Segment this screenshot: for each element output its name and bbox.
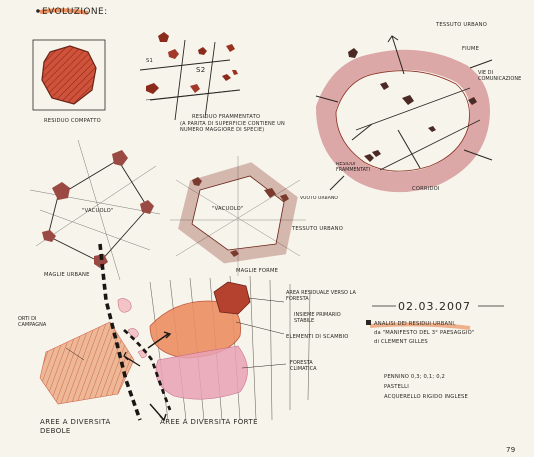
title-block: EVOLUZIONE: — [36, 7, 107, 17]
label-debole-wrap: AREE A DIVERSITÀ DEBOLE — [40, 418, 140, 448]
label-tessuto-urbano-mid: TESSUTO URBANO — [291, 226, 343, 232]
label-residuo-compatto: RESIDUO COMPATTO — [44, 118, 101, 124]
label-foresta-climatica: FORESTA CLIMATICA — [290, 360, 330, 373]
label-analisi-1: ANALISI DEI RESIDUI URBANI, — [374, 321, 456, 327]
label-s2: S2 — [196, 66, 206, 74]
label-vacuolo-left: "VACUOLO" — [82, 208, 114, 214]
label-analisi-2: da "MANIFESTO DEL 3° PAESAGGIO" — [374, 330, 474, 336]
label-area-residuale-wrap: AREA RESIDUALE VERSO LA FORESTA — [286, 290, 368, 312]
page-title: EVOLUZIONE: — [42, 7, 108, 17]
label-area-residuale: AREA RESIDUALE VERSO LA FORESTA — [286, 290, 368, 303]
label-residuo-note-wrap: (A PARITÀ DI SUPERFICIE CONTIENE UN NUME… — [180, 121, 290, 155]
label-corridoi: CORRIDOI — [412, 186, 440, 192]
label-date: 02.03.2007 — [398, 300, 471, 313]
label-insieme-wrap: INSIEME PRIMARIO STABILE — [294, 312, 354, 334]
label-vuoto-wrap: VUOTO URBANO — [300, 196, 340, 212]
label-fiume: FIUME — [462, 46, 479, 52]
label-insieme-primario: INSIEME PRIMARIO STABILE — [294, 312, 354, 325]
label-orti-wrap: ORTI DI CAMPAGNA — [18, 316, 64, 338]
label-orti-campagna: ORTI DI CAMPAGNA — [18, 316, 64, 329]
label-vuoto-urbano: VUOTO URBANO — [300, 196, 340, 202]
label-aree-forte: AREE A DIVERSITÀ FORTE — [160, 418, 270, 427]
label-s1: S1 — [146, 58, 153, 64]
label-tessuto-urbano-top: TESSUTO URBANO — [435, 22, 487, 28]
label-residuo-frammentato-note: (A PARITÀ DI SUPERFICIE CONTIENE UN NUME… — [180, 121, 290, 134]
label-tools-1: PENNINO 0,3; 0,1; 0,2 — [384, 374, 445, 380]
label-residuo-frammentato: RESIDUO FRAMMENTATO — [192, 114, 260, 120]
label-maglie-urbane: MAGLIE URBANE — [44, 272, 90, 278]
page-number: 79 — [506, 446, 516, 454]
label-tools-3: ACQUERELLO RIGIDO INGLESE — [384, 394, 468, 400]
label-aree-debole: AREE A DIVERSITÀ DEBOLE — [40, 418, 140, 436]
label-elementi-scambio: ELEMENTI DI SCAMBIO — [286, 334, 349, 340]
label-foresta-wrap: FORESTA CLIMATICA — [290, 360, 330, 378]
label-vacuolo-mid: "VACUOLO" — [212, 206, 244, 212]
label-vie-wrap: VIE DI COMUNICAZIONE — [478, 70, 534, 94]
label-residui-wrap: RESIDUI FRAMMENTATI — [336, 162, 384, 182]
label-analisi-3: di CLEMENT GILLES — [374, 339, 428, 345]
label-maglie-forme: MAGLIE FORME — [236, 268, 278, 274]
label-residui-frammentati: RESIDUI FRAMMENTATI — [336, 162, 384, 174]
label-tools-2: PASTELLI — [384, 384, 409, 390]
label-vie-di-comunicazione: VIE DI COMUNICAZIONE — [478, 70, 534, 82]
label-forte-wrap: AREE A DIVERSITÀ FORTE — [160, 418, 270, 448]
